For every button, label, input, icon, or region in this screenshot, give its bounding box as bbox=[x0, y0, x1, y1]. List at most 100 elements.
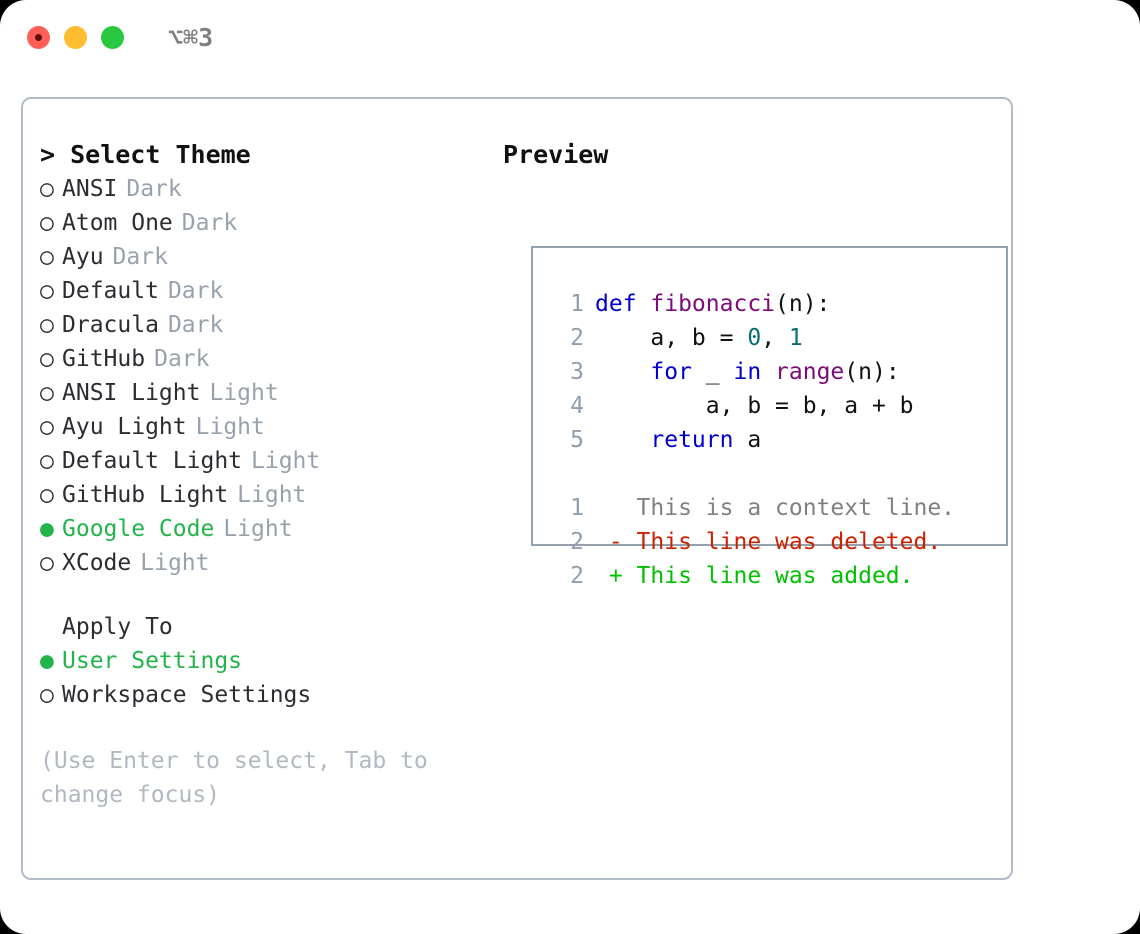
theme-option-atom-one[interactable]: ○ Atom One Dark bbox=[40, 206, 480, 240]
apply-to-option-label: User Settings bbox=[62, 648, 243, 674]
theme-option-label: Dracula bbox=[62, 312, 159, 338]
radio-unselected-icon: ○ bbox=[40, 244, 54, 270]
radio-unselected-icon: ○ bbox=[40, 278, 54, 304]
preview-header: Preview bbox=[503, 140, 609, 169]
code-line-text: + This line was added. bbox=[595, 559, 914, 593]
code-line: 2 a, b = 0, 1 bbox=[550, 321, 1000, 355]
code-line-text: a, b = b, a + b bbox=[595, 389, 914, 423]
apply-to-option-list: ● User Settings ○Workspace Settings bbox=[40, 644, 480, 712]
theme-option-kind: Dark bbox=[181, 210, 238, 236]
radio-selected-icon: ● bbox=[40, 516, 54, 542]
radio-unselected-icon: ○ bbox=[40, 550, 54, 576]
code-line: 4 a, b = b, a + b bbox=[550, 389, 1000, 423]
theme-option-label: Google Code bbox=[62, 516, 215, 542]
theme-option-kind: Light bbox=[237, 482, 307, 508]
radio-unselected-icon: ○ bbox=[40, 312, 54, 338]
line-number: 1 bbox=[570, 495, 584, 521]
code-line: 5 return a bbox=[550, 423, 1000, 457]
code-token-add: + This line was added. bbox=[595, 563, 914, 589]
apply-to-option-workspace-settings[interactable]: ○Workspace Settings bbox=[40, 678, 480, 712]
line-number: 4 bbox=[570, 393, 584, 419]
code-token-fn: fibonacci bbox=[650, 291, 776, 317]
code-line-text: for _ in range(n): bbox=[595, 355, 899, 389]
radio-unselected-icon: ○ bbox=[40, 210, 54, 236]
code-line: 1 def fibonacci(n): bbox=[550, 287, 1000, 321]
code-token-kw: for bbox=[595, 359, 706, 385]
code-token-num: 0 bbox=[747, 325, 762, 351]
close-button[interactable] bbox=[27, 26, 50, 49]
theme-option-label: Atom One bbox=[62, 210, 173, 236]
radio-unselected-icon: ○ bbox=[40, 448, 54, 474]
code-token-ctx: This is a context line. bbox=[595, 495, 956, 521]
theme-option-label: GitHub Light bbox=[62, 482, 229, 508]
line-number: 1 bbox=[570, 291, 584, 317]
theme-option-kind: Dark bbox=[167, 278, 224, 304]
theme-option-label: ANSI Light bbox=[62, 380, 201, 406]
theme-option-ansi-light[interactable]: ○ ANSI Light Light bbox=[40, 376, 480, 410]
theme-option-ansi[interactable]: ○ ANSI Dark bbox=[40, 172, 480, 206]
code-line-text: - This line was deleted. bbox=[595, 525, 941, 559]
apply-to-header: Apply To bbox=[62, 614, 173, 640]
code-token-pln: a, b = bbox=[595, 325, 748, 351]
minimize-button[interactable] bbox=[64, 26, 87, 49]
title-bar: ⌥⌘3 bbox=[0, 0, 1140, 78]
keyboard-shortcut-label: ⌥⌘3 bbox=[168, 23, 214, 52]
code-token-del: - This line was deleted. bbox=[595, 529, 942, 555]
code-token-pln: _ bbox=[705, 359, 734, 385]
code-token-kw: def bbox=[595, 291, 651, 317]
diff-line: 2 - This line was deleted. bbox=[550, 525, 1000, 559]
keyboard-hint-text: (Use Enter to select, Tab to change focu… bbox=[40, 748, 428, 808]
theme-option-label: Ayu bbox=[62, 244, 104, 270]
radio-unselected-icon: ○ bbox=[40, 414, 54, 440]
code-token-pln: a, b = b, a + b bbox=[595, 393, 914, 419]
code-token-fn: range bbox=[775, 359, 845, 385]
theme-option-label: GitHub bbox=[62, 346, 146, 372]
code-token-pln: (n): bbox=[775, 291, 831, 317]
theme-option-kind: Light bbox=[223, 516, 293, 542]
code-line-text: This is a context line. bbox=[595, 491, 956, 525]
theme-option-ayu[interactable]: ○ Ayu Dark bbox=[40, 240, 480, 274]
theme-option-kind: Dark bbox=[154, 346, 210, 372]
theme-option-kind: Dark bbox=[112, 244, 168, 270]
theme-option-dracula[interactable]: ○ Dracula Dark bbox=[40, 308, 480, 342]
code-token-kw: return bbox=[595, 427, 748, 453]
theme-option-google-code[interactable]: ● Google Code Light bbox=[40, 512, 480, 546]
code-line: 3 for _ in range(n): bbox=[550, 355, 1000, 389]
zoom-button[interactable] bbox=[101, 26, 124, 49]
theme-option-kind: Light bbox=[209, 380, 279, 406]
theme-option-label: ANSI bbox=[62, 176, 118, 202]
theme-option-kind: Dark bbox=[167, 312, 224, 338]
line-number: 2 bbox=[570, 563, 584, 589]
code-token-num: 1 bbox=[788, 325, 803, 351]
line-number: 2 bbox=[570, 529, 584, 555]
code-token-kw: in bbox=[733, 359, 776, 385]
apply-to-option-user-settings[interactable]: ● User Settings bbox=[40, 644, 480, 678]
code-token-pln: a bbox=[747, 427, 762, 453]
theme-option-kind: Dark bbox=[126, 176, 182, 202]
radio-selected-icon: ● bbox=[40, 648, 54, 674]
apply-to-option-label: Workspace Settings bbox=[62, 682, 312, 708]
theme-option-github-light[interactable]: ○ GitHub Light Light bbox=[40, 478, 480, 512]
diff-line: 2 + This line was added. bbox=[550, 559, 1000, 593]
line-number: 5 bbox=[570, 427, 584, 453]
radio-unselected-icon: ○ bbox=[40, 380, 54, 406]
radio-unselected-icon: ○ bbox=[40, 176, 54, 202]
radio-unselected-icon: ○ bbox=[40, 482, 54, 508]
theme-option-label: Ayu Light bbox=[62, 414, 187, 440]
select-theme-header: > Select Theme bbox=[40, 140, 251, 169]
diff-line: 1 This is a context line. bbox=[550, 491, 1000, 525]
theme-option-label: XCode bbox=[62, 550, 132, 576]
code-token-pln: , bbox=[761, 325, 789, 351]
